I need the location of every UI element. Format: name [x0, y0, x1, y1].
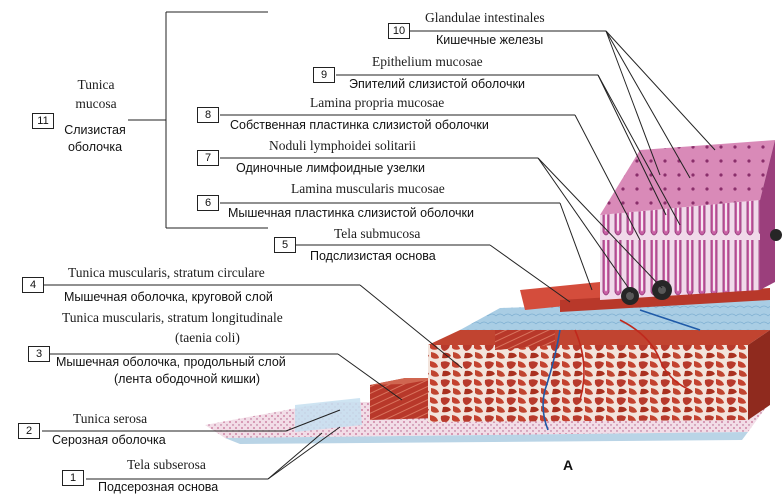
figure-letter: A — [563, 457, 573, 473]
group-latin-line2: mucosa — [66, 97, 126, 111]
label-russian-6: Мышечная пластинка слизистой оболочки — [228, 207, 474, 220]
label-latin-1: Tela subserosa — [127, 458, 206, 472]
group-russian-line1: Слизистая — [62, 124, 128, 137]
label-number-10: 10 — [388, 23, 410, 39]
label-russian-2: Серозная оболочка — [52, 434, 166, 447]
label-latin-3: Tunica muscularis, stratum longitudinale — [62, 311, 283, 325]
label-russian-8: Собственная пластинка слизистой оболочки — [230, 119, 489, 132]
label-number-8: 8 — [197, 107, 219, 123]
label-number-2: 2 — [18, 423, 40, 439]
label-russian-3-extra: (лента ободочной кишки) — [114, 373, 260, 386]
group-russian-line2: оболочка — [62, 141, 128, 154]
label-number-6: 6 — [197, 195, 219, 211]
label-latin-8: Lamina propria mucosae — [310, 96, 444, 110]
label-number-11: 11 — [32, 113, 54, 129]
label-latin-10: Glandulae intestinales — [425, 11, 545, 25]
label-russian-10: Кишечные железы — [436, 34, 543, 47]
label-latin-5: Tela submucosa — [334, 227, 420, 241]
label-russian-1: Подсерозная основа — [98, 481, 218, 494]
label-number-7: 7 — [197, 150, 219, 166]
label-russian-3: Мышечная оболочка, продольный слой — [56, 356, 286, 369]
group-latin-line1: Tunica — [66, 78, 126, 92]
label-russian-4: Мышечная оболочка, круговой слой — [64, 291, 273, 304]
label-latin-3-extra: (taenia coli) — [175, 331, 240, 345]
circular-muscle-block — [428, 345, 748, 422]
label-russian-9: Эпителий слизистой оболочки — [349, 78, 525, 91]
label-latin-4: Tunica muscularis, stratum circulare — [68, 266, 265, 280]
label-number-9: 9 — [313, 67, 335, 83]
label-number-3: 3 — [28, 346, 50, 362]
label-latin-9: Epithelium mucosae — [372, 55, 483, 69]
label-latin-6: Lamina muscularis mucosae — [291, 182, 445, 196]
label-russian-7: Одиночные лимфоидные узелки — [236, 162, 425, 175]
label-number-4: 4 — [22, 277, 44, 293]
label-latin-7: Noduli lymphoidei solitarii — [269, 139, 416, 153]
label-latin-2: Tunica serosa — [73, 412, 147, 426]
label-number-1: 1 — [62, 470, 84, 486]
mucosa-crypts — [600, 200, 760, 300]
label-russian-5: Подслизистая основа — [310, 250, 436, 263]
label-number-5: 5 — [274, 237, 296, 253]
